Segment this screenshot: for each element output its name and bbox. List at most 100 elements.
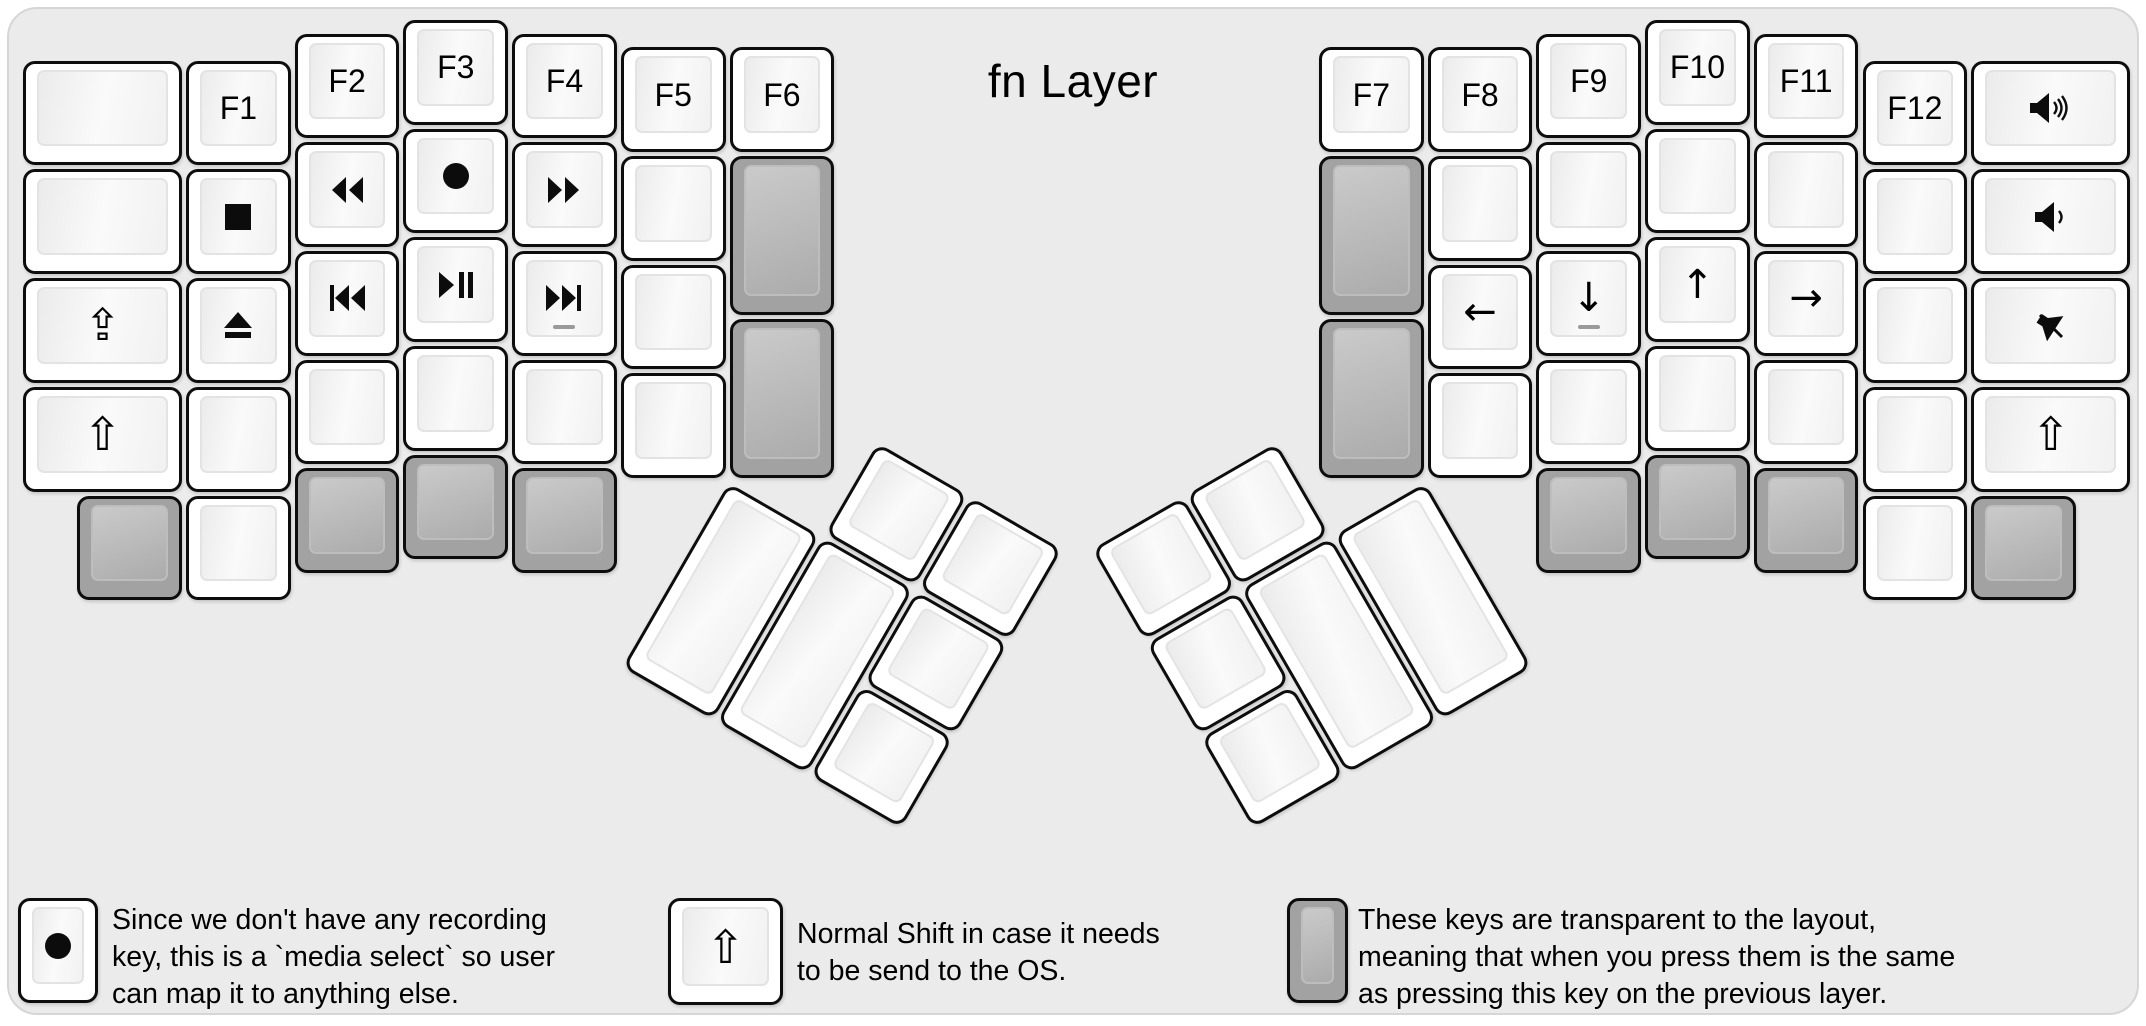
keycap-surface	[91, 504, 169, 582]
volume-up-icon	[2029, 93, 2068, 124]
keycap-surface	[1333, 164, 1410, 296]
key-blank[interactable]	[1536, 359, 1642, 465]
key-f2[interactable]: F2	[294, 33, 400, 139]
key-blank[interactable]	[186, 386, 291, 492]
key-arrow-down[interactable]: ↓	[1536, 250, 1642, 356]
key-caps-lock[interactable]: ⇪	[23, 278, 183, 383]
key-volume-down[interactable]	[1971, 169, 2131, 275]
key-f8[interactable]: F8	[1427, 47, 1533, 152]
keycap-surface	[1301, 907, 1334, 984]
key-blank[interactable]	[294, 359, 400, 465]
key-transparent[interactable]	[729, 318, 835, 478]
key-eject[interactable]	[186, 278, 291, 383]
key-f10[interactable]: F10	[1645, 20, 1750, 125]
keycap-surface	[32, 907, 84, 984]
key-blank[interactable]	[1862, 169, 1968, 275]
key-blank[interactable]	[620, 264, 726, 370]
key-blank[interactable]	[1862, 278, 1968, 383]
legend-key-transparent[interactable]	[1287, 898, 1348, 1003]
keycap-surface	[526, 477, 603, 555]
keycap-surface	[743, 327, 821, 459]
key-blank[interactable]	[1753, 142, 1859, 247]
legend-key-media-select[interactable]	[18, 898, 98, 1003]
key-blank[interactable]	[1536, 142, 1642, 247]
key-f9[interactable]: F9	[1536, 33, 1642, 139]
key-label: F3	[437, 49, 475, 86]
key-transparent[interactable]	[1536, 468, 1642, 574]
key-play-pause[interactable]	[403, 237, 509, 343]
key-transparent[interactable]	[1971, 495, 2076, 601]
key-f1[interactable]: F1	[186, 60, 291, 166]
key-shift[interactable]: ⇧	[1971, 386, 2131, 492]
key-label: F7	[1352, 76, 1391, 113]
key-blank[interactable]	[512, 359, 617, 465]
note-text: These keys are transparent to the layout…	[1358, 902, 1955, 1013]
keycap-surface	[200, 178, 277, 256]
keycap-surface	[634, 382, 712, 459]
keycap-surface	[1876, 395, 1954, 473]
key-blank[interactable]	[186, 495, 291, 601]
key-blank[interactable]	[1645, 346, 1750, 451]
key-blank[interactable]	[1645, 128, 1750, 234]
key-f6[interactable]: F6	[729, 47, 835, 152]
key-blank[interactable]	[1427, 373, 1533, 478]
key-transparent[interactable]	[512, 468, 617, 574]
keycap-surface: ←	[1441, 273, 1519, 351]
homing-bar	[553, 324, 576, 329]
key-label: F12	[1887, 90, 1943, 127]
key-f7[interactable]: F7	[1319, 47, 1424, 152]
note-line: meaning that when you press them is the …	[1358, 941, 1956, 973]
keycap-surface	[37, 69, 169, 147]
key-transparent[interactable]	[1319, 155, 1424, 315]
key-blank[interactable]	[620, 155, 726, 261]
note-line: to be send to the OS.	[797, 955, 1067, 987]
key-rewind[interactable]	[294, 142, 400, 247]
key-arrow-left[interactable]: ←	[1427, 264, 1533, 370]
key-f3[interactable]: F3	[403, 20, 509, 125]
keycap-surface: F10	[1659, 29, 1736, 106]
keycap-surface	[1767, 477, 1845, 555]
key-blank[interactable]	[1427, 155, 1533, 261]
key-prev-track[interactable]	[294, 250, 400, 356]
key-blank[interactable]	[620, 373, 726, 478]
key-media-select-record[interactable]	[403, 128, 509, 234]
key-arrow-right[interactable]: →	[1753, 250, 1859, 356]
key-blank[interactable]	[1753, 359, 1859, 465]
key-blank[interactable]	[23, 60, 183, 166]
keycap-surface	[1985, 69, 2117, 147]
key-blank[interactable]	[403, 346, 509, 451]
key-transparent[interactable]	[77, 495, 183, 601]
key-transparent[interactable]	[729, 155, 835, 315]
key-f12[interactable]: F12	[1862, 60, 1968, 166]
play-pause-icon	[438, 271, 473, 298]
key-glyph: ⇧	[706, 919, 745, 974]
key-blank[interactable]	[23, 169, 183, 275]
key-volume-up[interactable]	[1971, 60, 2131, 166]
key-fast-forward[interactable]	[512, 142, 617, 247]
legend-key-shift[interactable]: ⇧	[668, 898, 783, 1005]
key-transparent[interactable]	[1319, 318, 1424, 478]
key-transparent[interactable]	[1753, 468, 1859, 574]
eject-icon	[224, 311, 253, 338]
key-blank[interactable]	[1862, 495, 1968, 601]
key-transparent[interactable]	[294, 468, 400, 574]
keycap-surface	[417, 246, 495, 324]
keycap-surface	[1876, 178, 1954, 256]
key-blank[interactable]	[1862, 386, 1968, 492]
keycap-surface: F2	[308, 42, 386, 120]
keycap-surface	[1659, 355, 1736, 432]
keycap-surface: ⇪	[37, 287, 169, 364]
key-shift[interactable]: ⇧	[23, 386, 183, 492]
key-f11[interactable]: F11	[1753, 33, 1859, 139]
volume-mute-icon	[2036, 313, 2064, 341]
key-f4[interactable]: F4	[512, 33, 617, 139]
key-volume-mute[interactable]	[1971, 278, 2131, 383]
key-next-track[interactable]	[512, 250, 617, 356]
key-f5[interactable]: F5	[620, 47, 726, 152]
record-icon	[45, 932, 71, 959]
key-media-stop[interactable]	[186, 169, 291, 275]
key-transparent[interactable]	[403, 454, 509, 560]
key-arrow-up[interactable]: ↑	[1645, 237, 1750, 343]
key-transparent[interactable]	[1645, 454, 1750, 560]
